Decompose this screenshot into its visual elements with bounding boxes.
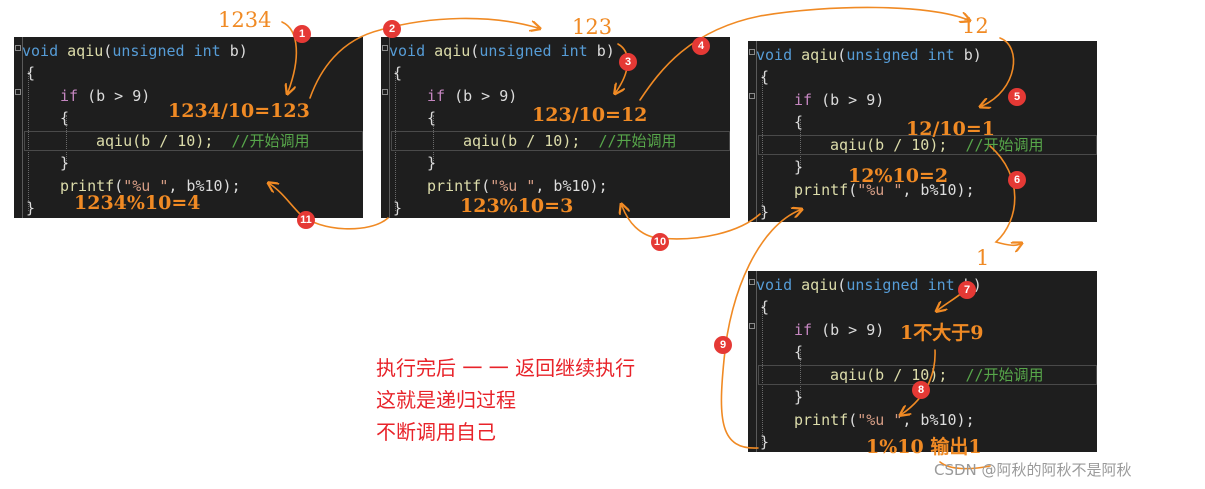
- code-line-if: if (b > 9): [427, 87, 518, 105]
- annotation-mod-123: 123%10=3: [460, 195, 574, 217]
- fold-marker[interactable]: [382, 45, 388, 51]
- code-line-call: aqiu(b / 10); //开始调用: [830, 366, 1044, 384]
- arrow-step-11: [270, 184, 389, 230]
- code-line-brace: {: [393, 64, 403, 82]
- code-line-printf: printf("%u ", b%10);: [60, 177, 241, 195]
- code-line-if: if (b > 9): [794, 321, 885, 339]
- code-line-brace: }: [794, 388, 804, 406]
- code-line-brace: {: [760, 298, 770, 316]
- fold-marker[interactable]: [382, 89, 388, 95]
- arrow-step-5: [982, 37, 1015, 106]
- code-line-brace: }: [393, 199, 403, 217]
- step-badge-2: 2: [383, 20, 401, 38]
- indent-guide: [433, 115, 434, 165]
- code-line-call: aqiu(b / 10); //开始调用: [830, 136, 1044, 154]
- code-line-brace: }: [26, 199, 36, 217]
- current-line-highlight: [24, 131, 363, 151]
- indent-guide: [800, 119, 801, 169]
- fold-marker[interactable]: [749, 323, 755, 329]
- gutter: [748, 41, 757, 222]
- indent-guide: [395, 71, 396, 211]
- annotation-div-12: 12/10=1: [906, 118, 995, 140]
- annotation-div-123: 123/10=12: [532, 104, 648, 126]
- code-line-signature: void aqiu(unsigned int b): [756, 276, 982, 294]
- code-line-brace: {: [427, 109, 437, 127]
- value-label-123: 123: [572, 15, 613, 39]
- indent-guide: [800, 349, 801, 399]
- code-line-brace: {: [60, 109, 70, 127]
- code-line-printf: printf("%u ", b%10);: [794, 181, 975, 199]
- code-line-brace: }: [60, 154, 70, 172]
- code-line-brace: {: [26, 64, 36, 82]
- note-line-2: 这就是递归过程: [376, 388, 516, 412]
- indent-guide: [66, 115, 67, 165]
- arrow-step-1: [281, 21, 298, 92]
- arrow-step-10: [622, 206, 761, 240]
- arrow-step-2: [309, 17, 538, 99]
- indent-guide: [762, 305, 763, 445]
- annotation-cond-1: 1不大于9: [900, 322, 984, 344]
- gutter: [381, 37, 390, 218]
- code-line-signature: void aqiu(unsigned int b): [389, 42, 615, 60]
- arrow-step-8: [902, 349, 936, 414]
- value-label-12: 12: [962, 14, 989, 38]
- indent-guide: [762, 75, 763, 215]
- annotation-mod-12: 12%10=2: [848, 165, 949, 187]
- code-panel-4: void aqiu(unsigned int b) { if (b > 9) {…: [748, 271, 1097, 452]
- fold-marker[interactable]: [15, 89, 21, 95]
- step-badge-11: 11: [297, 211, 315, 229]
- fold-marker[interactable]: [15, 45, 21, 51]
- step-badge-1: 1: [293, 25, 311, 43]
- code-line-printf: printf("%u ", b%10);: [794, 411, 975, 429]
- arrow-step-4: [639, 6, 968, 101]
- code-line-brace: }: [760, 433, 770, 451]
- step-badge-4: 4: [692, 37, 710, 55]
- code-line-brace: }: [760, 203, 770, 221]
- step-badge-7: 7: [958, 281, 976, 299]
- gutter: [14, 37, 23, 218]
- code-line-printf: printf("%u ", b%10);: [427, 177, 608, 195]
- fold-marker[interactable]: [749, 279, 755, 285]
- step-badge-6: 6: [1008, 171, 1026, 189]
- gutter: [748, 271, 757, 452]
- code-line-call: aqiu(b / 10); //开始调用: [463, 132, 677, 150]
- fold-marker[interactable]: [749, 49, 755, 55]
- note-line-3: 不断调用自己: [376, 420, 496, 444]
- step-badge-5: 5: [1008, 88, 1026, 106]
- code-panel-1: void aqiu(unsigned int b) { if (b > 9) {…: [14, 37, 363, 218]
- code-line-signature: void aqiu(unsigned int b): [22, 42, 248, 60]
- code-line-brace: {: [794, 113, 804, 131]
- arrow-step-9: [720, 210, 800, 449]
- note-line-1: 执行完后 一 一 返回继续执行: [376, 356, 636, 380]
- value-label-1: 1: [976, 246, 990, 270]
- annotation-div-1234: 1234/10=123: [168, 100, 310, 122]
- code-line-brace: {: [794, 343, 804, 361]
- code-line-if: if (b > 9): [60, 87, 151, 105]
- watermark: CSDN @阿秋的阿秋不是阿秋: [934, 461, 1132, 479]
- annotation-mod-1234: 1234%10=4: [74, 192, 201, 214]
- fold-marker[interactable]: [749, 93, 755, 99]
- arrow-stub-bottom: [939, 461, 991, 470]
- step-badge-9: 9: [714, 336, 732, 354]
- code-line-signature: void aqiu(unsigned int b): [756, 46, 982, 64]
- code-panel-3: void aqiu(unsigned int b) { if (b > 9) {…: [748, 41, 1097, 222]
- step-badge-3: 3: [619, 53, 637, 71]
- step-badge-10: 10: [651, 233, 669, 251]
- code-panel-2: void aqiu(unsigned int b) { if (b > 9) {…: [381, 37, 730, 218]
- current-line-highlight: [758, 135, 1097, 155]
- value-label-1234: 1234: [218, 8, 272, 32]
- step-badge-8: 8: [912, 381, 930, 399]
- indent-guide: [28, 71, 29, 211]
- code-line-if: if (b > 9): [794, 91, 885, 109]
- code-line-call: aqiu(b / 10); //开始调用: [96, 132, 310, 150]
- code-line-brace: {: [760, 68, 770, 86]
- current-line-highlight: [391, 131, 730, 151]
- code-line-brace: }: [794, 158, 804, 176]
- code-line-brace: }: [427, 154, 437, 172]
- annotation-output-1: 1%10 输出1: [866, 436, 982, 458]
- arrow-step-6: [989, 145, 1020, 245]
